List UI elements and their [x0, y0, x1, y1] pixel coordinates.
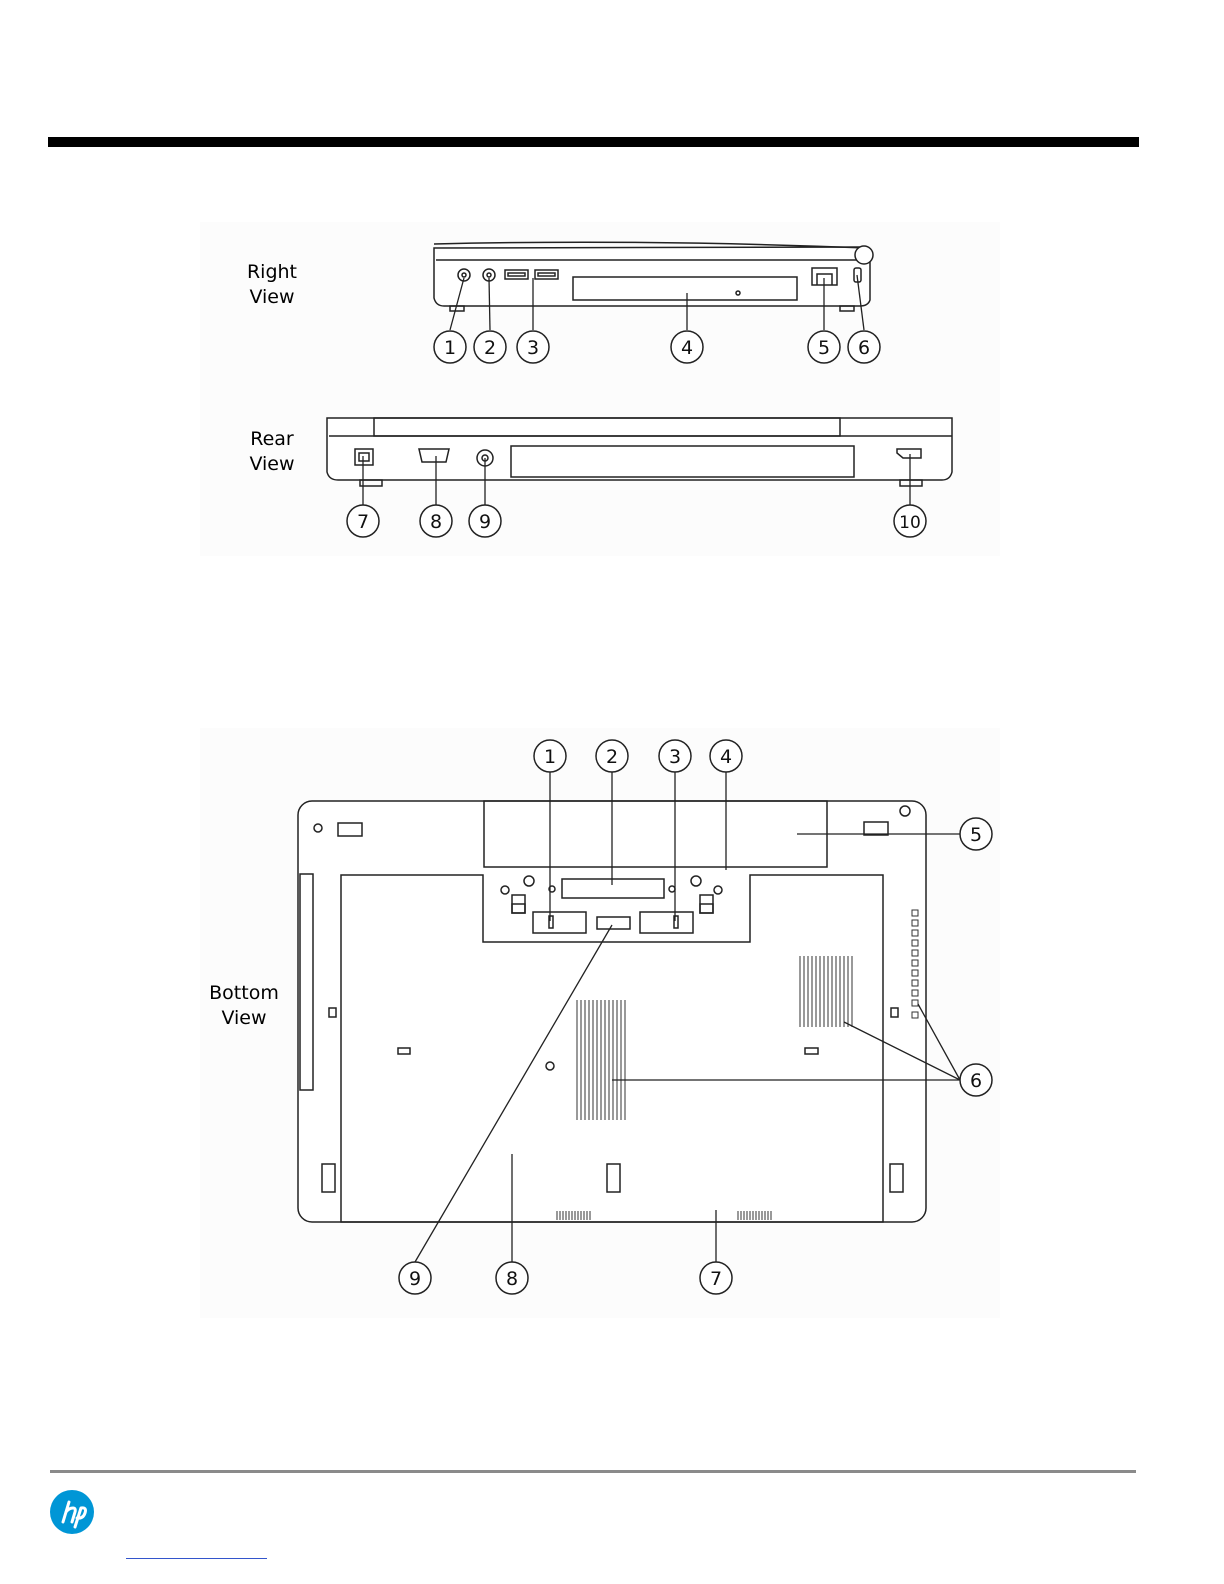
right-view-label-1: Right [247, 261, 297, 283]
rear-callout-10: 10 [899, 513, 921, 533]
rear-view-label-1: Rear [250, 428, 294, 450]
rear-callout-7: 7 [357, 511, 369, 533]
bottom-callout-3: 3 [669, 746, 681, 768]
bottom-callout-8: 8 [506, 1268, 518, 1290]
rear-view-label-2: View [249, 453, 294, 475]
right-callout-2: 2 [484, 337, 496, 359]
rear-callout-8: 8 [430, 511, 442, 533]
hp-logo-icon [49, 1489, 95, 1535]
right-callout-5: 5 [818, 337, 830, 359]
right-side-laptop-drawing [434, 242, 873, 311]
right-callout-6: 6 [858, 337, 870, 359]
header-rule [48, 137, 1139, 147]
bottom-view-label-2: View [221, 1007, 266, 1029]
right-callout-4: 4 [681, 337, 693, 359]
bottom-callout-7: 7 [710, 1268, 722, 1290]
right-callout-3: 3 [527, 337, 539, 359]
right-callout-1: 1 [444, 337, 456, 359]
bottom-callout-4: 4 [720, 746, 732, 768]
footer-link-underline [126, 1558, 267, 1559]
bottom-view-figure: Bottom View [200, 728, 1000, 1318]
bottom-callout-6: 6 [970, 1070, 982, 1092]
side-views-figure: Right View Rear View [200, 222, 1000, 556]
bottom-callout-1: 1 [544, 746, 556, 768]
rear-laptop-drawing [327, 418, 952, 486]
bottom-view-label-1: Bottom [209, 982, 279, 1004]
bottom-callout-9: 9 [409, 1268, 421, 1290]
right-view-label-2: View [249, 286, 294, 308]
bottom-callout-2: 2 [606, 746, 618, 768]
bottom-callout-5: 5 [970, 824, 982, 846]
rear-callout-9: 9 [479, 511, 491, 533]
footer-rule [50, 1470, 1136, 1473]
